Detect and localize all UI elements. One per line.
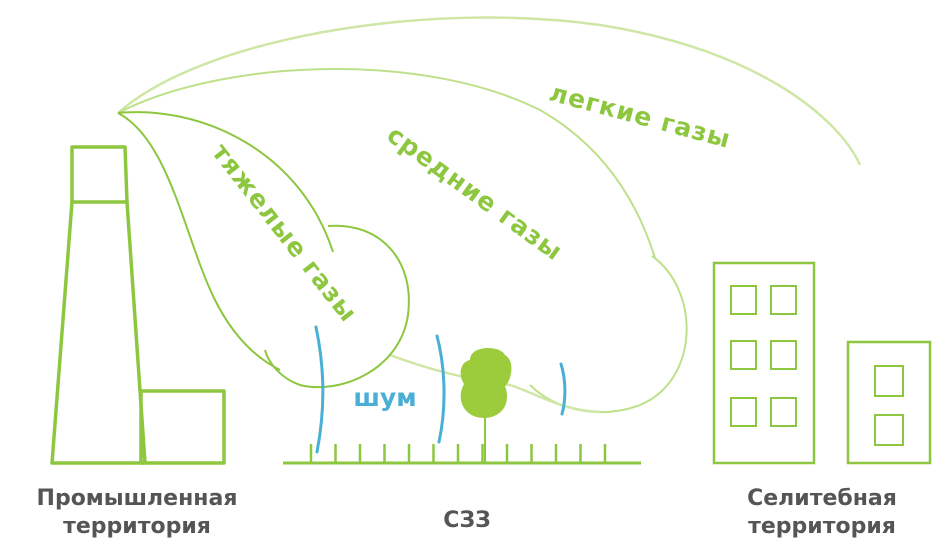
noise-wave-icon	[559, 362, 567, 416]
residential-caption-line2: территория	[748, 514, 896, 539]
noise-wave-icon	[435, 334, 446, 444]
heavy-gases-inner	[117, 112, 281, 371]
residential-building-small-icon	[846, 340, 932, 465]
heavy-gases-curve	[117, 111, 334, 253]
industrial-caption-line1: Промышленная	[37, 486, 238, 511]
medium-gases-lobe	[529, 255, 688, 414]
noise-label: шум	[353, 383, 416, 412]
residential-building-icon	[712, 261, 816, 465]
light-gases-label: легкие газы	[546, 78, 734, 154]
heavy-gases-lobe	[264, 224, 410, 389]
residential-caption-line1: Селитебная	[747, 486, 897, 511]
light-gases-curve	[117, 16, 862, 166]
factory-chimney-icon	[50, 145, 226, 465]
medium-gases-label: средние газы	[382, 120, 568, 267]
heavy-gases-label: тяжелые газы	[206, 138, 363, 328]
medium-gases-curve	[117, 68, 656, 259]
industrial-caption-line2: территория	[63, 514, 211, 539]
noise-wave-icon	[314, 325, 325, 454]
medium-gases-ground	[389, 353, 601, 414]
szz-caption: СЗЗ	[443, 508, 490, 533]
tree-icon	[460, 348, 512, 463]
ground-line	[283, 444, 641, 465]
